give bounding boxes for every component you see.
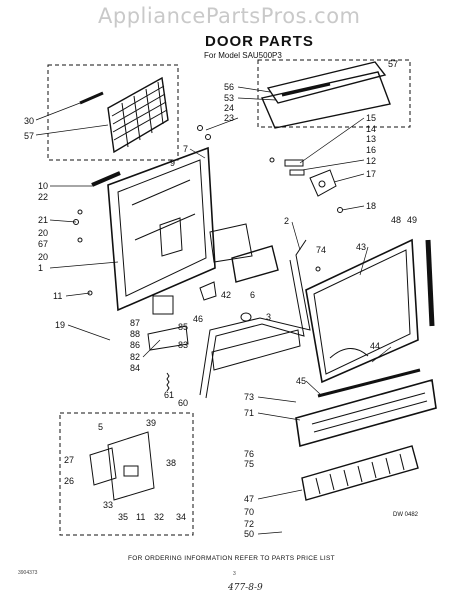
- callout-50: 50: [244, 529, 254, 539]
- toe-vent-grille[interactable]: [301, 445, 419, 501]
- callout-86: 86: [130, 340, 140, 350]
- callout-82: 82: [130, 352, 140, 362]
- callout-61: 61: [164, 390, 174, 400]
- callout-35: 35: [118, 512, 128, 522]
- hinge-bracket-parts[interactable]: [284, 159, 305, 176]
- callout-57-top: 57: [388, 59, 398, 69]
- callout-10: 10: [38, 181, 48, 191]
- callout-46: 46: [193, 314, 203, 324]
- callout-38: 38: [166, 458, 176, 468]
- callout-6: 6: [250, 290, 255, 300]
- callout-26: 26: [64, 476, 74, 486]
- control-panel-trim[interactable]: [261, 61, 391, 129]
- model-subtitle: For Model SAU500P3: [204, 51, 282, 60]
- callout-88: 88: [130, 329, 140, 339]
- switch-assembly[interactable]: [89, 431, 155, 501]
- callout-67: 67: [38, 239, 48, 249]
- callout-22: 22: [38, 192, 48, 202]
- callout-87: 87: [130, 318, 140, 328]
- callout-2: 2: [284, 216, 289, 226]
- callout-5: 5: [98, 422, 103, 432]
- spring-clip[interactable]: [166, 372, 170, 392]
- page-title: DOOR PARTS: [205, 33, 314, 50]
- callout-21: 21: [38, 215, 48, 225]
- door-handle[interactable]: [91, 171, 121, 187]
- control-group-box: [59, 412, 194, 536]
- outer-door-panel[interactable]: [305, 238, 419, 384]
- callout-18: 18: [366, 201, 376, 211]
- callout-56: 56: [224, 82, 234, 92]
- callout-60: 60: [178, 398, 188, 408]
- callout-20: 20: [38, 228, 48, 238]
- door-frame[interactable]: [199, 239, 311, 399]
- callout-14: 14: [366, 124, 376, 134]
- watermark: AppliancePartsPros.com: [98, 4, 361, 28]
- callout-73: 73: [244, 392, 254, 402]
- side-trim-strip[interactable]: [425, 239, 435, 327]
- callout-24: 24: [224, 103, 234, 113]
- switch-bracket[interactable]: [147, 295, 189, 351]
- panel-group-box-right: [257, 59, 411, 128]
- callout-84: 84: [130, 363, 140, 373]
- callout-42: 42: [221, 290, 231, 300]
- callout-11-lower: 11: [136, 512, 145, 522]
- callout-57: 57: [24, 131, 34, 141]
- drawing-number: DW 0482: [393, 512, 419, 518]
- callout-83: 83: [178, 340, 188, 350]
- callout-44: 44: [370, 341, 380, 351]
- hinge-arm-parts[interactable]: [199, 281, 252, 322]
- callout-7: 7: [183, 144, 188, 154]
- callout-3: 3: [266, 312, 271, 322]
- callout-70: 70: [244, 507, 254, 517]
- callout-71: 71: [244, 408, 254, 418]
- callout-16: 16: [366, 145, 376, 155]
- vent-trim-strip[interactable]: [79, 91, 104, 105]
- callout-45: 45: [296, 376, 306, 386]
- callout-43: 43: [356, 242, 366, 252]
- screws[interactable]: [73, 125, 343, 296]
- callout-23: 23: [224, 113, 234, 123]
- handwritten-note: 477-8-9: [228, 583, 263, 593]
- callout-15: 15: [366, 113, 376, 123]
- ordering-note: FOR ORDERING INFORMATION REFER TO PARTS …: [128, 555, 335, 562]
- kick-panel[interactable]: [295, 378, 437, 448]
- callout-47: 47: [244, 494, 254, 504]
- callout-34: 34: [176, 512, 186, 522]
- callout-20-lower: 20: [38, 252, 48, 262]
- latch-assembly[interactable]: [309, 169, 337, 197]
- callout-19: 19: [55, 320, 65, 330]
- callout-9: 9: [170, 158, 175, 168]
- callout-48: 48: [391, 215, 401, 225]
- callout-53: 53: [224, 93, 234, 103]
- callout-12: 12: [366, 156, 376, 166]
- callout-72: 72: [244, 519, 254, 529]
- leader-lines: [35, 86, 392, 535]
- handle-bezel[interactable]: [209, 223, 279, 283]
- callout-85: 85: [178, 322, 188, 332]
- corner-code: 3904373: [18, 570, 38, 576]
- callout-11: 11: [53, 291, 62, 301]
- vent-grille-panel[interactable]: [107, 76, 169, 154]
- page-number: 3: [233, 571, 236, 577]
- callout-1: 1: [38, 263, 43, 273]
- callout-74: 74: [316, 245, 326, 255]
- callout-75: 75: [244, 459, 254, 469]
- callout-30: 30: [24, 116, 34, 126]
- callout-39: 39: [146, 418, 156, 428]
- callout-76: 76: [244, 449, 254, 459]
- panel-group-box-left: [47, 64, 179, 161]
- bottom-seal-strip[interactable]: [317, 368, 421, 398]
- callout-labels: 56 57 53 24 23 30 57 7 9 15 14 13 16 12 …: [24, 59, 417, 539]
- callout-32: 32: [154, 512, 164, 522]
- inner-door-panel[interactable]: [107, 146, 216, 312]
- callout-13: 13: [366, 134, 376, 144]
- callout-17: 17: [366, 169, 376, 179]
- callout-33: 33: [103, 500, 113, 510]
- callout-49: 49: [407, 215, 417, 225]
- callout-27: 27: [64, 455, 74, 465]
